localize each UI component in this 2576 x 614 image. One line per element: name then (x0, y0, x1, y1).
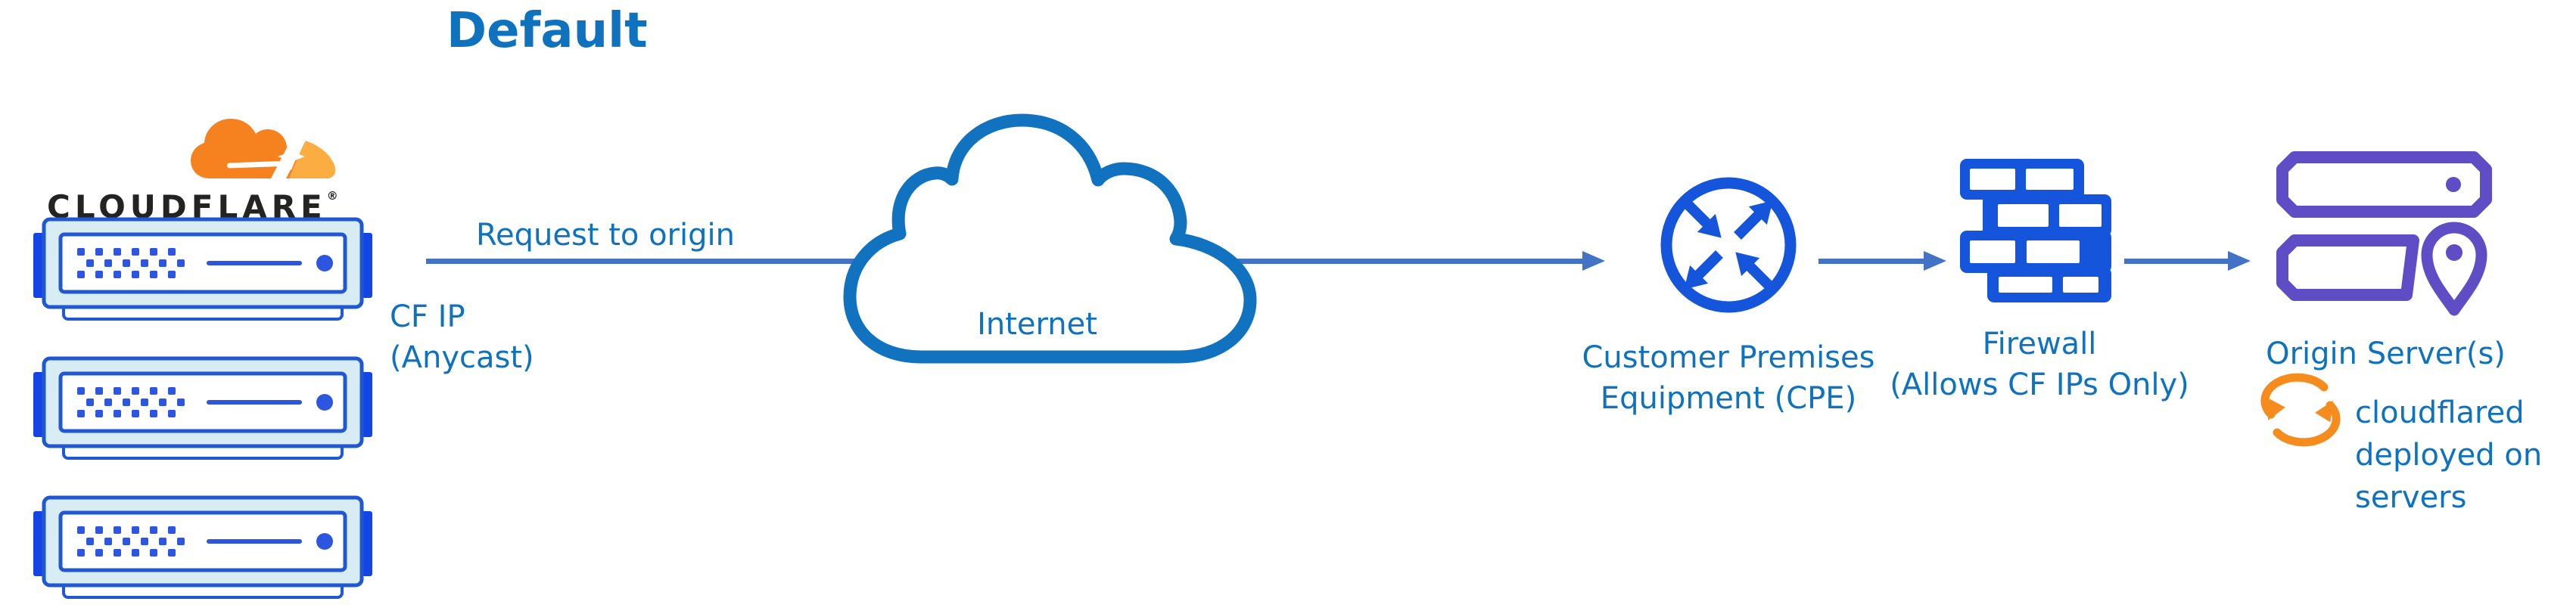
cf-ip-anycast-label: CF IP (Anycast) (390, 296, 534, 378)
origin-servers-icon (2276, 151, 2492, 316)
firewall-to-origin-line (2124, 259, 2230, 264)
cloudflared-note-line2: deployed on (2355, 438, 2543, 473)
cloudflared-sync-icon (2260, 373, 2341, 447)
firewall-to-origin-arrowhead (2228, 251, 2251, 271)
cloudflared-note-line3: servers (2355, 480, 2467, 515)
cloudflare-logo-icon (191, 119, 335, 181)
edge-server-icon (33, 357, 372, 463)
firewall-label-line2: (Allows CF IPs Only) (1890, 367, 2189, 402)
request-to-origin-label: Request to origin (476, 218, 735, 253)
firewall-label-line1: Firewall (1982, 327, 2097, 361)
edge-server-icon (33, 496, 372, 602)
internet-label: Internet (977, 307, 1097, 342)
cpe-label-line1: Customer Premises (1582, 340, 1875, 375)
cf-ip-line1: CF IP (390, 299, 465, 334)
request-arrowhead (1582, 251, 1605, 271)
internet-cloud-icon (843, 113, 1257, 364)
cf-ip-line2: (Anycast) (390, 340, 534, 375)
cpe-to-firewall-line (1818, 259, 1926, 264)
cpe-label: Customer Premises Equipment (CPE) (1570, 337, 1887, 419)
cloudflared-note-line1: cloudflared (2355, 395, 2525, 430)
edge-server-icon (33, 218, 372, 324)
cpe-to-firewall-arrowhead (1924, 251, 1946, 271)
cpe-router-icon (1660, 177, 1797, 313)
cpe-label-line2: Equipment (CPE) (1600, 381, 1857, 416)
firewall-brick-icon (1960, 159, 2111, 302)
origin-servers-label: Origin Server(s) (2266, 336, 2506, 371)
firewall-label: Firewall (Allows CF IPs Only) (1881, 324, 2198, 405)
registered-trademark: ® (326, 189, 338, 203)
page-title: Default (446, 3, 648, 59)
cloudflared-note: cloudflared deployed on servers (2355, 392, 2542, 519)
